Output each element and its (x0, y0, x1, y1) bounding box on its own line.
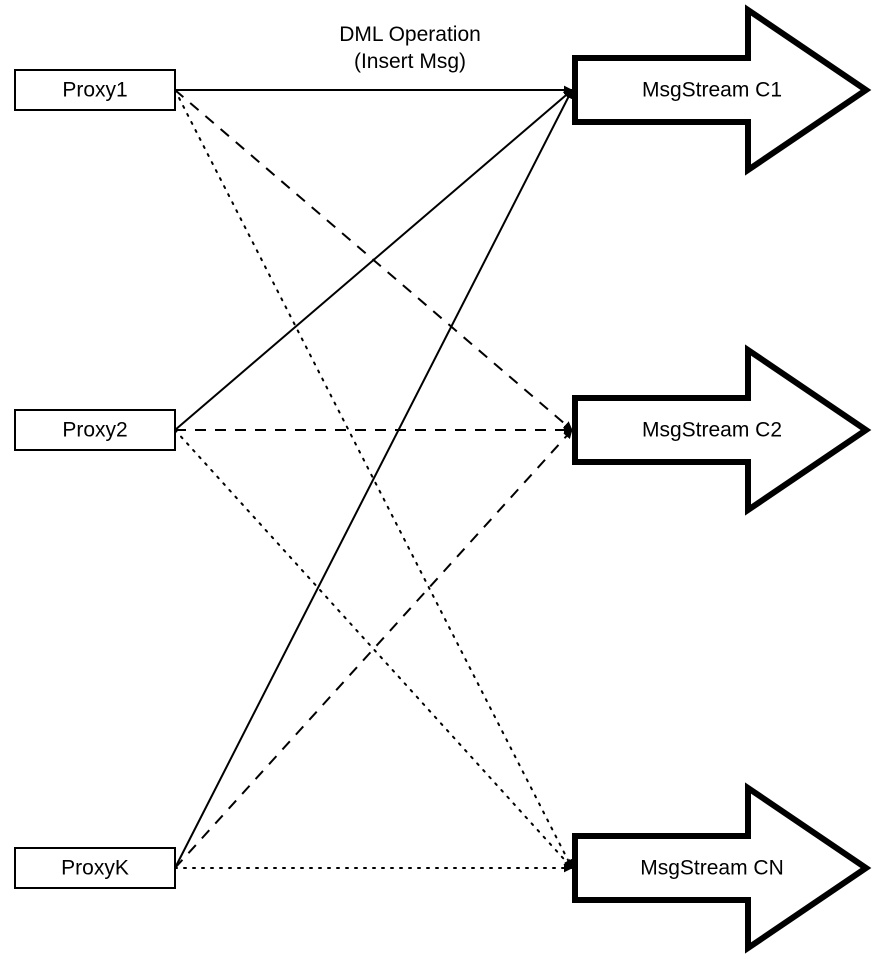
block-arrow-icon-stream-c2 (572, 344, 872, 516)
link-proxy2-to-c1[interactable] (174, 89, 573, 431)
stream-node-stream-c2[interactable]: MsgStream C2 (572, 344, 872, 516)
stream-label-stream-c1: MsgStream C1 (642, 79, 782, 102)
stream-label-stream-cn: MsgStream CN (640, 857, 784, 880)
edge-caption-line2: (Insert Msg) (354, 50, 466, 73)
proxy-box-rect-proxyK (14, 847, 176, 889)
edge-caption: DML Operation (Insert Msg) (339, 23, 481, 73)
proxy-label-proxyK: ProxyK (61, 857, 129, 880)
proxy-node-proxy2[interactable]: Proxy2 (14, 409, 176, 451)
block-arrow-icon-stream-c1 (572, 4, 872, 176)
proxy-node-proxyK[interactable]: ProxyK (14, 847, 176, 889)
proxy-box-rect-proxy2 (14, 409, 176, 451)
link-proxy1-to-cn[interactable] (174, 89, 573, 869)
link-group (174, 85, 573, 873)
proxy-label-proxy2: Proxy2 (62, 419, 127, 442)
stream-label-stream-c2: MsgStream C2 (642, 419, 782, 442)
link-proxy2-to-cn[interactable] (174, 429, 573, 869)
link-proxyK-to-c1[interactable] (174, 89, 573, 869)
edge-caption-line1: DML Operation (339, 23, 481, 46)
stream-node-stream-c1[interactable]: MsgStream C1 (572, 4, 872, 176)
proxy-node-proxy1[interactable]: Proxy1 (14, 69, 176, 111)
stream-node-stream-cn[interactable]: MsgStream CN (572, 782, 872, 954)
block-arrow-icon-stream-cn (572, 782, 872, 954)
proxy-label-proxy1: Proxy1 (62, 79, 127, 102)
link-proxyK-to-c2[interactable] (174, 429, 573, 869)
proxy-box-rect-proxy1 (14, 69, 176, 111)
